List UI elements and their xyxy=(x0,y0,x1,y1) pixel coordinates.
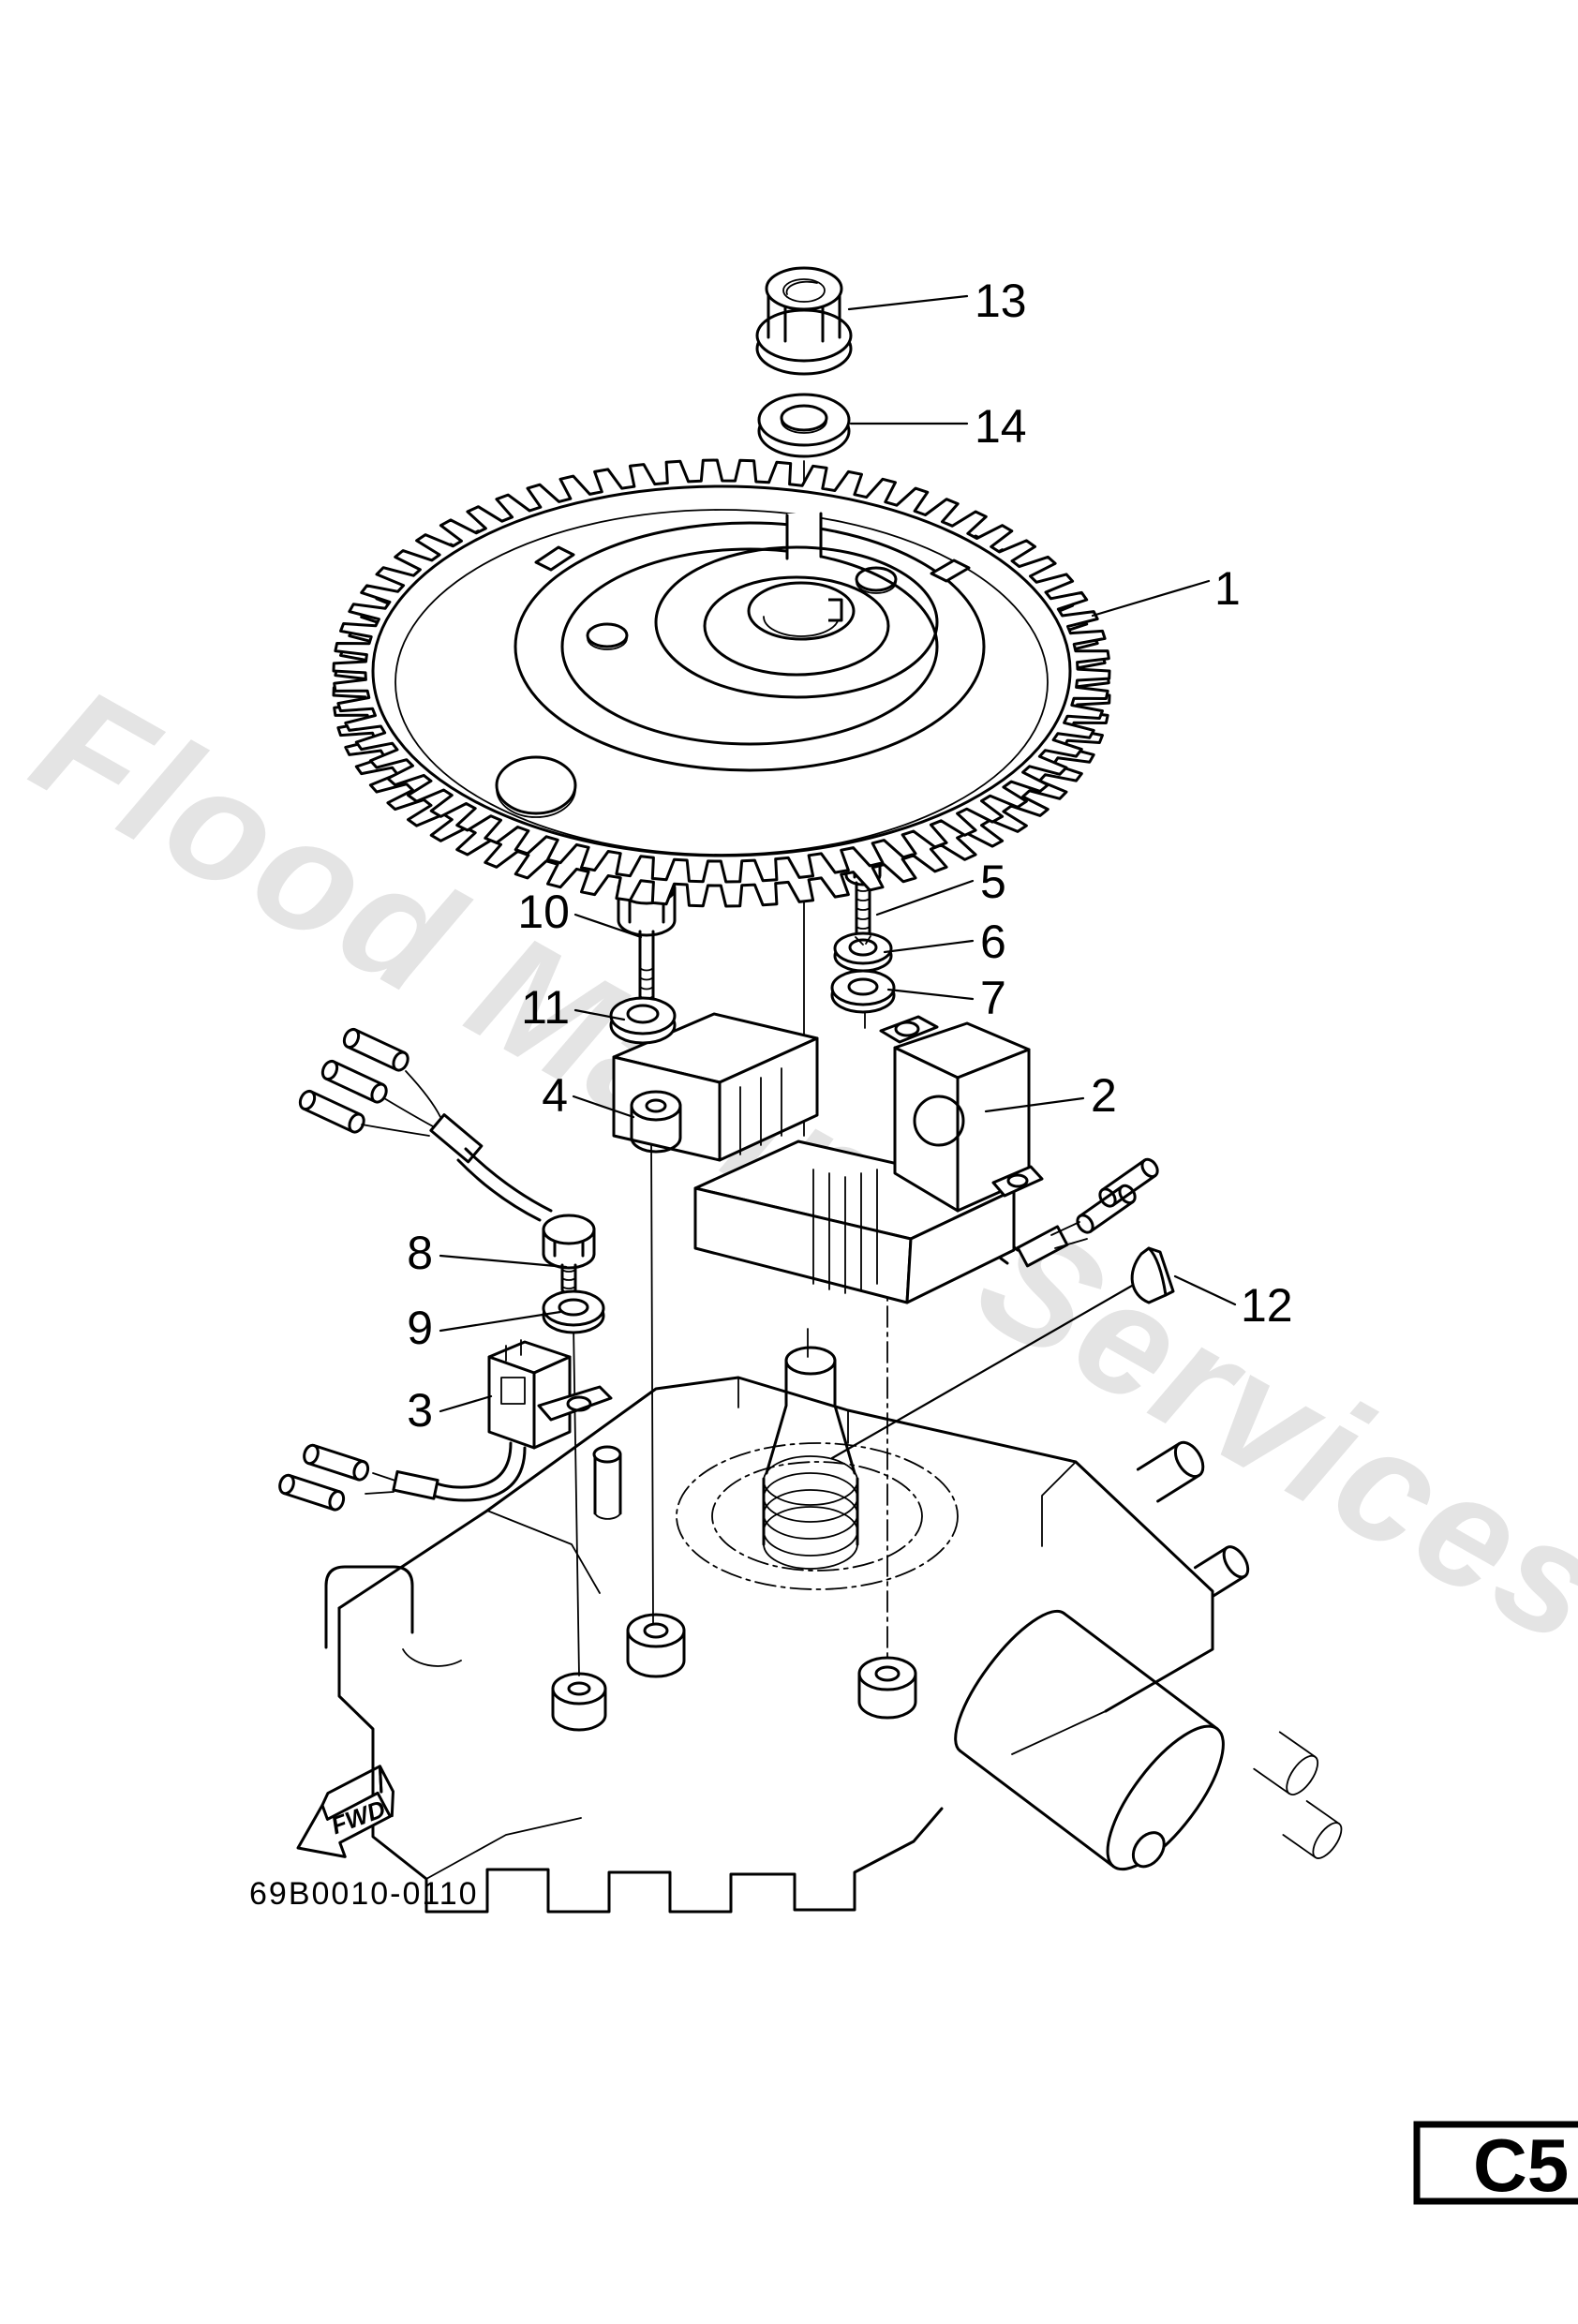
callout-label-9: 9 xyxy=(407,1302,433,1354)
block-nub xyxy=(1253,1731,1319,1795)
callout-label-5: 5 xyxy=(980,856,1006,908)
callout-label-10: 10 xyxy=(517,886,570,938)
woodruff-key-12-drawing xyxy=(1130,1246,1175,1304)
flange-nut-13-drawing xyxy=(755,266,853,376)
bolt-hole-boss xyxy=(626,1613,686,1678)
flywheel-drawing xyxy=(332,458,1111,908)
callout-label-14: 14 xyxy=(975,400,1027,453)
cdi-unit-2-drawing xyxy=(879,1015,1044,1213)
washer-14-drawing xyxy=(757,393,851,458)
block-nub xyxy=(1136,1440,1205,1503)
washer-11-drawing xyxy=(609,996,677,1045)
page-code-box: C5 xyxy=(1413,2121,1578,2207)
callout-label-13: 13 xyxy=(975,275,1027,327)
callout-labels: 1 13 14 5 6 7 10 11 4 2 8 9 3 12 xyxy=(407,275,1292,1437)
block-nub xyxy=(1282,1800,1343,1859)
callout-leaders xyxy=(439,294,1237,1413)
washer-7-drawing xyxy=(830,969,896,1014)
drawing-code: 69B0010-0110 xyxy=(249,1876,479,1912)
lock-washer-6-drawing xyxy=(833,931,893,973)
callout-label-6: 6 xyxy=(980,916,1006,968)
bolt-8-drawing xyxy=(542,1214,596,1295)
block-nub xyxy=(1193,1545,1250,1598)
engine-block-drawing xyxy=(324,1346,1343,1914)
callout-label-7: 7 xyxy=(980,972,1006,1024)
starter-motor-drawing xyxy=(954,1609,1225,1871)
bolt-hole-boss xyxy=(551,1672,607,1732)
crankshaft-stub-drawing xyxy=(676,1346,959,1590)
pulser-coil-3-drawing xyxy=(487,1339,613,1450)
page-code-label: C5 xyxy=(1473,2123,1569,2207)
callout-label-2: 2 xyxy=(1091,1069,1117,1122)
coil-wiring-drawing xyxy=(278,1027,1159,1512)
callout-label-3: 3 xyxy=(407,1384,433,1437)
bolt-hole-boss xyxy=(857,1656,917,1720)
callout-label-11: 11 xyxy=(521,981,570,1034)
ignition-coil-drawing xyxy=(693,1140,1016,1304)
washer-9-drawing xyxy=(542,1289,605,1334)
callout-label-12: 12 xyxy=(1241,1279,1293,1332)
callout-label-8: 8 xyxy=(407,1227,433,1279)
callout-label-1: 1 xyxy=(1214,562,1241,615)
callout-label-4: 4 xyxy=(542,1069,568,1122)
